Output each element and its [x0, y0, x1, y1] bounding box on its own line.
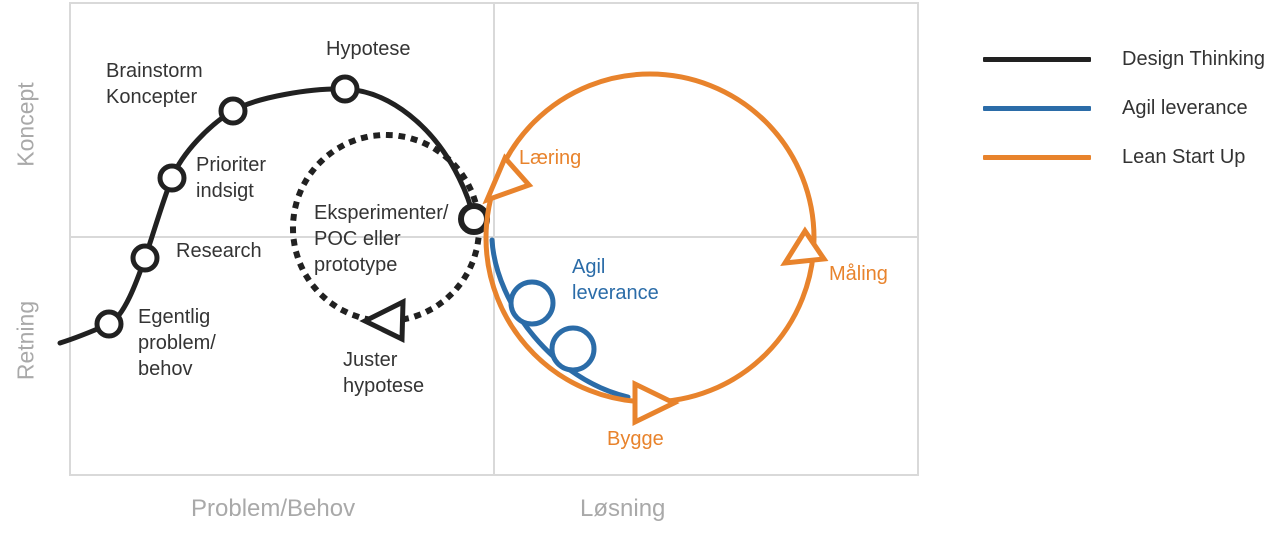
legend-label-agil-leverance: Agil leverance — [1122, 96, 1248, 119]
label-bygge: Bygge — [607, 428, 664, 450]
legend-row-design-thinking: Design Thinking — [983, 48, 1265, 70]
legend-label-design-thinking: Design Thinking — [1122, 47, 1266, 70]
label-brainstorm-koncepter: Brainstorm Koncepter — [106, 60, 203, 108]
label-prioriter-indsigt: Prioriter indsigt — [196, 154, 267, 202]
y-axis-label-koncept: Koncept — [12, 82, 39, 167]
agile-sprint-loop-2 — [549, 325, 597, 373]
design-thinking-node-prioriter — [157, 163, 187, 193]
label-laering: Læring — [519, 147, 582, 169]
legend: Design Thinking Agil leverance Lean Star… — [983, 48, 1265, 168]
laering-arrow-icon — [482, 153, 534, 205]
legend-label-lean-start-up: Lean Start Up — [1122, 145, 1246, 168]
design-thinking-node-egentlig — [94, 309, 124, 339]
label-research: Research — [176, 240, 262, 262]
agile-delivery-curve — [489, 237, 631, 400]
design-thinking-node-eksperiment — [458, 203, 490, 235]
legend-line-lean-start-up — [983, 154, 1091, 160]
design-thinking-node-research — [130, 243, 160, 273]
label-eksperimenter-poc-prototype: Eksperimenter/ POC eller prototype — [314, 202, 449, 276]
juster-hypotese-arrow-icon — [359, 297, 406, 343]
y-axis-label-retning: Retning — [12, 300, 39, 381]
legend-line-design-thinking — [983, 56, 1091, 62]
label-hypotese: Hypotese — [326, 38, 411, 60]
design-thinking-node-brainstorm — [218, 96, 248, 126]
label-agil-leverance: Agil leverance — [572, 256, 659, 304]
legend-row-agil-leverance: Agil leverance — [983, 97, 1265, 119]
design-thinking-curve — [57, 86, 477, 346]
x-axis-label-problem-behov: Problem/Behov — [191, 495, 356, 522]
legend-line-agil-leverance — [983, 105, 1091, 111]
design-thinking-node-hypotese — [330, 74, 360, 104]
maaling-arrow-icon — [780, 226, 829, 267]
legend-row-lean-start-up: Lean Start Up — [983, 146, 1265, 168]
x-axis-label-loesning: Løsning — [580, 495, 666, 522]
label-egentlig-problem-behov: Egentlig problem/ behov — [138, 306, 216, 380]
label-juster-hypotese: Juster hypotese — [343, 349, 425, 397]
label-maaling: Måling — [829, 263, 888, 285]
agile-sprint-loop-1 — [508, 279, 556, 327]
bygge-arrow-icon — [632, 380, 680, 426]
